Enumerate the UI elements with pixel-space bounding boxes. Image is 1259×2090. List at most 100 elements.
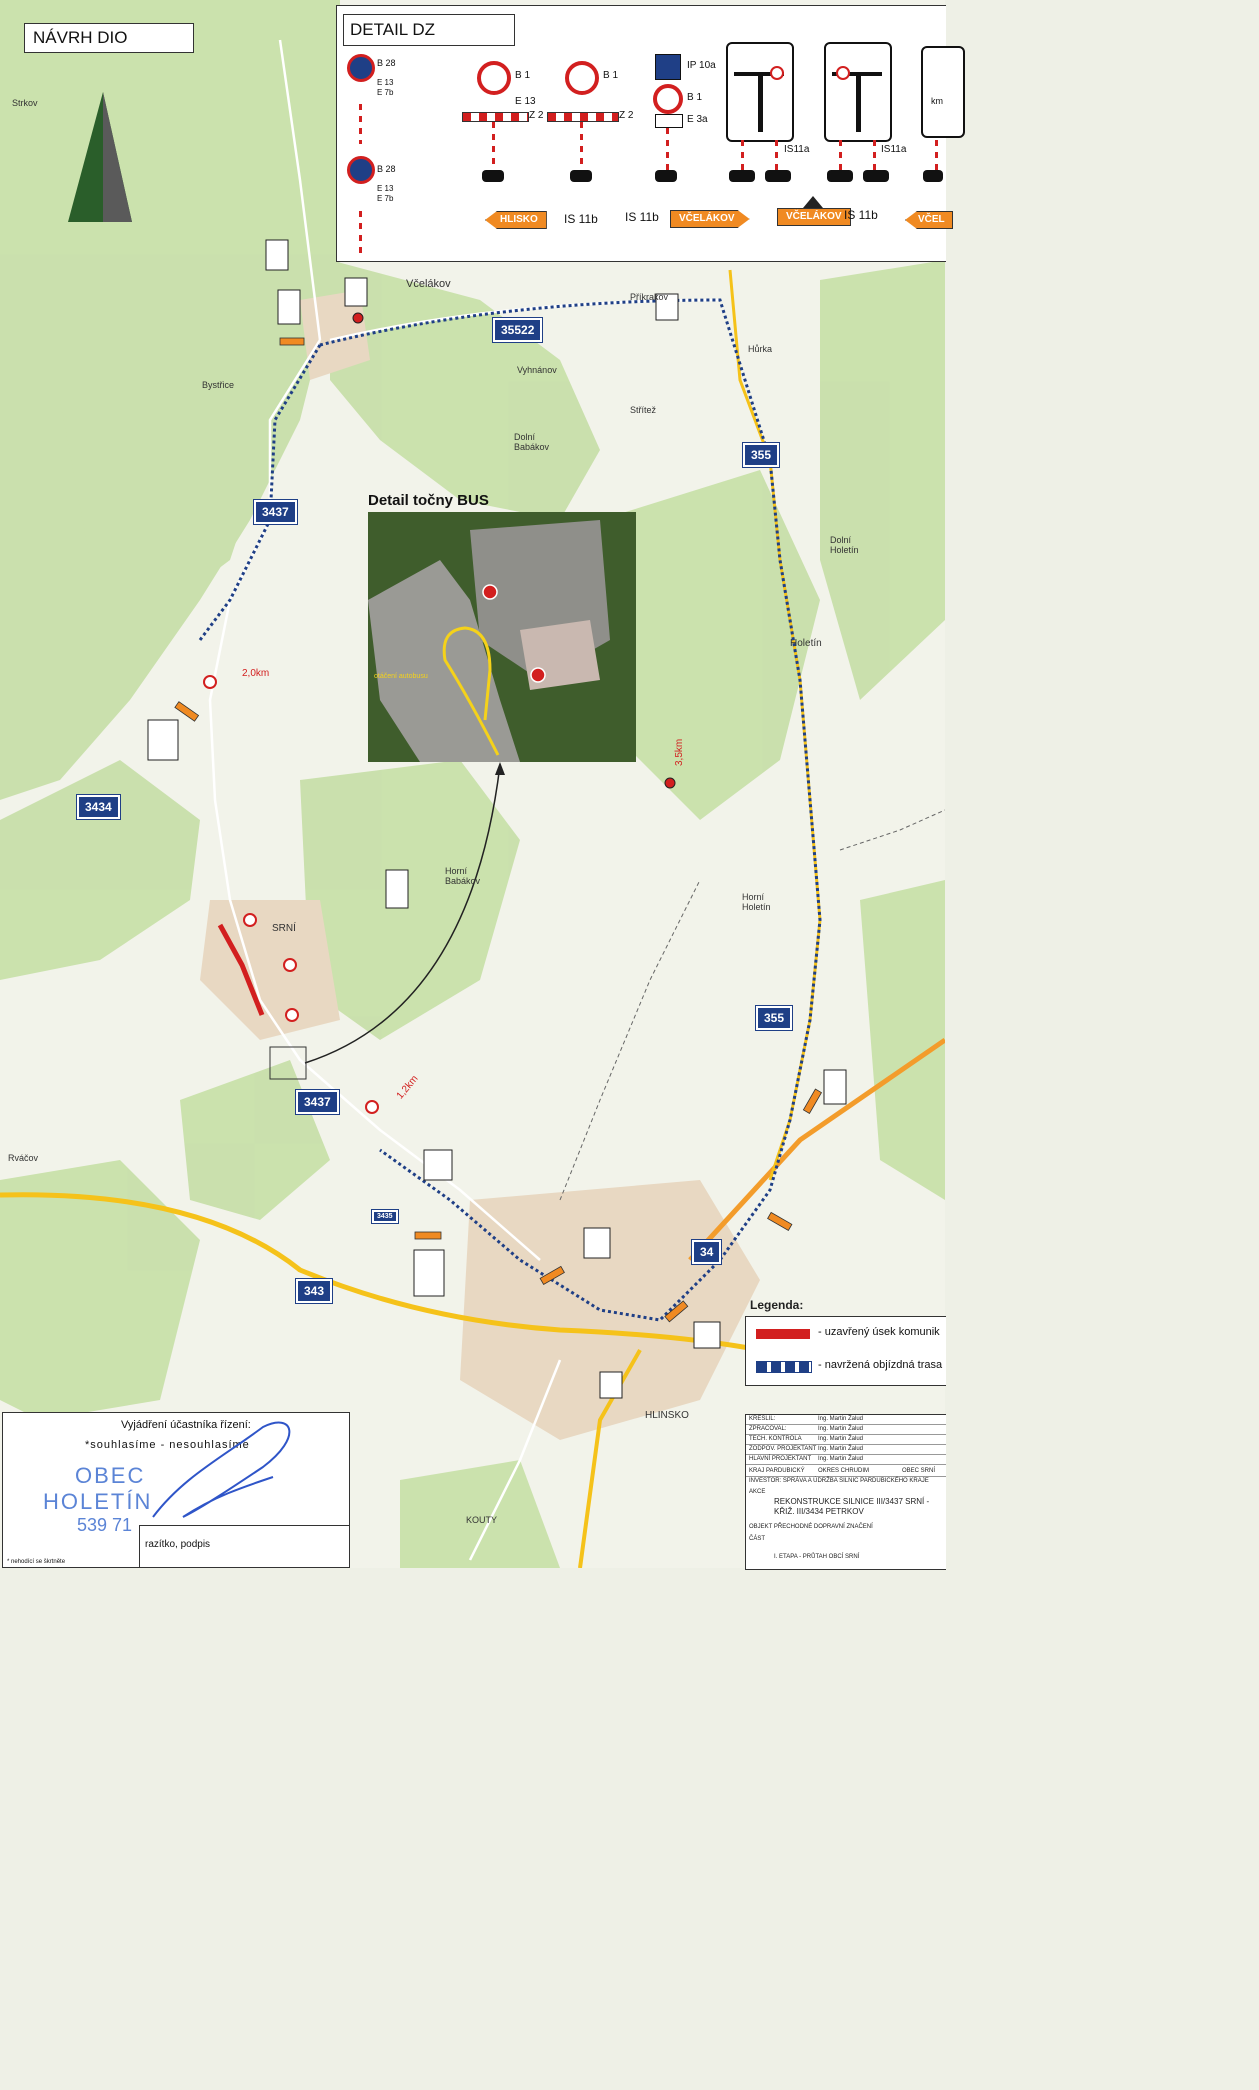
sign-base	[655, 170, 677, 182]
place-vyhnanov: Vyhnánov	[517, 365, 557, 375]
sign-pole	[839, 140, 842, 170]
tb-akce-label: AKCE	[749, 1489, 766, 1495]
urban-areas	[200, 290, 760, 1440]
is11a-board	[824, 42, 892, 142]
stamp-line2: HOLETÍN	[43, 1489, 153, 1514]
sign-code: B 1	[687, 92, 703, 103]
sign-base	[482, 170, 504, 182]
closed-road-section	[217, 923, 265, 1016]
ip10a-sign-icon	[655, 54, 681, 80]
arrow-up-tip	[803, 196, 823, 208]
place-hlinsko: HLINSKO	[645, 1410, 689, 1421]
tb-row: KRESLIL: Ing. Martin Žalud	[746, 1415, 946, 1425]
signature-scribble	[152, 1421, 291, 1518]
sign-code: E 7b	[377, 194, 394, 203]
sign-pole	[359, 211, 362, 253]
sign-pole	[359, 104, 362, 144]
tb-row: ZODPOV. PROJEKTANT Ing. Martin Žalud	[746, 1445, 946, 1455]
sign-pole	[741, 140, 744, 170]
tb-cast-label: ČÁST	[749, 1536, 766, 1542]
place-dolni-babakov: Dolní Babákov	[514, 432, 550, 452]
sign-code: E 13	[377, 184, 394, 193]
approval-options: *souhlasíme - nesouhlasíme	[85, 1439, 250, 1451]
detail-dz-panel: DETAIL DZ B 28 E 13 E 7b B 28 E 13 E 7b …	[336, 5, 965, 262]
is11b-label: IS 11b	[625, 210, 659, 224]
tb-val: Ing. Martin Žalud	[818, 1436, 864, 1442]
is11b-arrow-hlisko: HLISKO	[485, 211, 547, 229]
place-rvacov: Rváčov	[8, 1153, 39, 1163]
legend-title: Legenda:	[750, 1298, 804, 1312]
tb-obec: OBEC SRNÍ	[902, 1468, 936, 1474]
detail-dz-title: DETAIL DZ	[350, 20, 436, 39]
place-strkov: Strkov	[12, 98, 38, 108]
distance-label: 2,0km	[242, 668, 270, 679]
is11b-arrow-vcelakov: VČELÁKOV	[670, 210, 750, 228]
road-number-shield: 34	[692, 1240, 722, 1264]
tb-key: HLAVNÍ PROJEKTANT	[749, 1456, 812, 1462]
tb-investor: INVESTOR: SPRÁVA A ÚDRŽBA SILNIC PARDUBI…	[749, 1478, 929, 1484]
stamp-line3: 539 71	[77, 1515, 133, 1535]
place-hurka: Hůrka	[748, 344, 773, 354]
legend-detour-swatch	[756, 1361, 812, 1373]
road-number-shield: 3437	[254, 500, 297, 524]
is11b-label: IS 11b	[564, 212, 598, 226]
tb-akce: REKONSTRUKCE SILNICE III/3437 SRNÍ - KŘI…	[774, 1497, 930, 1516]
sign-code: Z 2	[529, 110, 544, 121]
sign-code: Z 2	[619, 110, 634, 121]
z2-barrier	[462, 112, 529, 122]
is11b-label: IS 11b	[844, 208, 878, 222]
boundaries	[559, 809, 945, 1201]
sign-code: B 28	[377, 58, 396, 68]
road-number-shield: 35522	[493, 318, 543, 342]
sign-pole	[666, 128, 669, 170]
sign-code: E 7b	[377, 88, 394, 97]
arrow-label: HLISKO	[500, 214, 538, 225]
b1-sign-icon	[565, 61, 599, 95]
tb-key: KRESLIL:	[749, 1416, 776, 1422]
is11b-arrow-vcel-partial: VČEL	[905, 211, 953, 229]
sign-code: IS11a	[784, 144, 810, 155]
tb-row: HLAVNÍ PROJEKTANT Ing. Martin Žalud	[746, 1455, 946, 1465]
signature-frame	[139, 1525, 350, 1568]
sign-code: E 13	[515, 96, 536, 107]
is11b-arrow-vcelakov-up: VČELÁKOV	[777, 208, 851, 226]
sign-pole	[775, 140, 778, 170]
tb-row: TECH. KONTROLA Ing. Martin Žalud	[746, 1435, 946, 1445]
legend-closed-swatch	[756, 1329, 810, 1339]
road-number-shield: 355	[756, 1006, 793, 1030]
tb-key: TECH. KONTROLA	[749, 1436, 802, 1442]
z2-barrier	[547, 112, 619, 122]
place-prikrakov: Příkrakov	[630, 292, 669, 302]
sign-base	[765, 170, 791, 182]
place-dolni-holetin: Dolní Holetín	[830, 535, 859, 555]
road-number-shield: 343	[296, 1279, 333, 1303]
sign-pole	[580, 122, 583, 170]
road-number-shield: 355	[743, 443, 780, 467]
arrow-label: VČEL	[918, 214, 945, 225]
tb-kraj: KRAJ PARDUBICKÝ	[749, 1468, 805, 1474]
legend-detour-label: - navržená objízdná trasa	[818, 1359, 943, 1371]
stamp-line1: OBEC	[75, 1463, 146, 1488]
sign-code: B 1	[603, 70, 619, 81]
title-block: KRESLIL: Ing. Martin Žalud ZPRACOVAL: In…	[745, 1414, 946, 1570]
inset-link-arrowhead	[495, 762, 505, 775]
map-sign-symbols	[147, 239, 847, 1399]
tb-key: ZPRACOVAL:	[749, 1426, 787, 1432]
place-srni: SRNÍ	[272, 923, 296, 934]
sign-code: B 28	[377, 164, 396, 174]
sign-pole	[873, 140, 876, 170]
km-label: km	[931, 96, 943, 106]
bus-turning-photo	[368, 512, 636, 762]
place-holetin: Holetín	[790, 638, 822, 649]
legend-box: - uzavřený úsek komunik - navržená objíz…	[745, 1316, 946, 1386]
tb-val: Ing. Martin Žalud	[818, 1456, 864, 1462]
arrow-label: VČELÁKOV	[679, 213, 735, 224]
inset-link-arrow	[304, 764, 501, 1064]
title-box: NÁVRH DIO	[24, 23, 194, 53]
is11a-board-partial: km	[921, 46, 965, 138]
place-horni-holetin: Horní Holetín	[742, 892, 771, 912]
detail-dz-title-box: DETAIL DZ	[343, 14, 515, 46]
page-title: NÁVRH DIO	[33, 28, 128, 47]
e3a-plate	[655, 114, 683, 128]
footnote: * nehodící se škrtněte	[7, 1559, 66, 1565]
